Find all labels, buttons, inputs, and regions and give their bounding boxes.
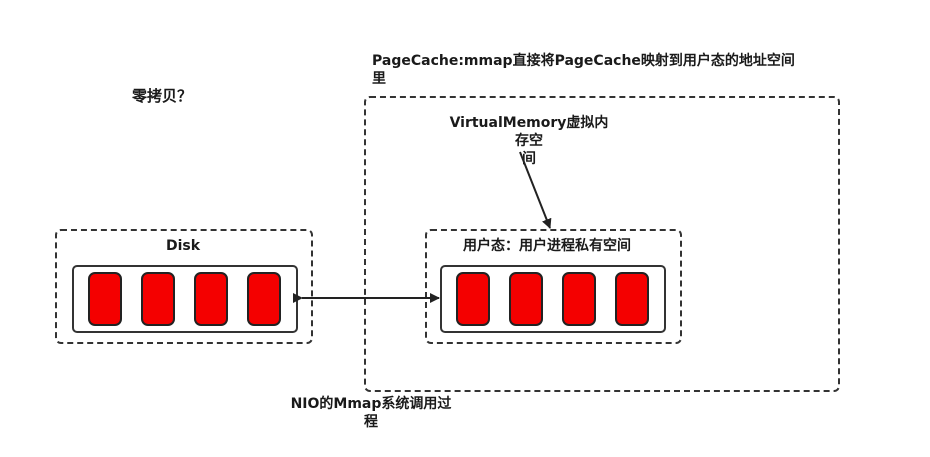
disk-container: [55, 229, 313, 344]
virtual-memory-region: [364, 96, 840, 392]
caption-line-1: NIO的Mmap系统调用过: [290, 396, 452, 412]
disk-block: [247, 272, 281, 326]
diagram-title: 零拷贝？: [132, 87, 193, 105]
pointer-arrow: [519, 151, 552, 229]
disk-block: [194, 272, 228, 326]
page-cache-note-line-2: 里: [372, 71, 386, 87]
disk-label: Disk: [166, 238, 201, 254]
page-cache-note-line-1: PageCache:mmap直接将PageCache映射到用户态的地址空间: [372, 53, 795, 69]
user-space-container: [425, 229, 682, 344]
user-space-label: 用户态：用户进程私有空间: [463, 238, 631, 254]
virtual-memory-label-line-2: 间: [522, 151, 536, 167]
user-space-block: [615, 272, 649, 326]
caption: NIO的Mmap系统调用过 程: [286, 395, 456, 431]
disk-block: [141, 272, 175, 326]
disk-block: [88, 272, 122, 326]
caption-line-2: 程: [364, 414, 378, 430]
virtual-memory-label-line-1: VirtualMemory虚拟内存空: [449, 115, 609, 149]
user-space-block: [456, 272, 490, 326]
user-space-block-tray: [440, 265, 666, 333]
virtual-memory-label: VirtualMemory虚拟内存空 间: [444, 114, 614, 168]
user-space-block: [509, 272, 543, 326]
user-space-block: [562, 272, 596, 326]
page-cache-note: PageCache:mmap直接将PageCache映射到用户态的地址空间 里: [372, 52, 795, 88]
disk-block-tray: [72, 265, 298, 333]
